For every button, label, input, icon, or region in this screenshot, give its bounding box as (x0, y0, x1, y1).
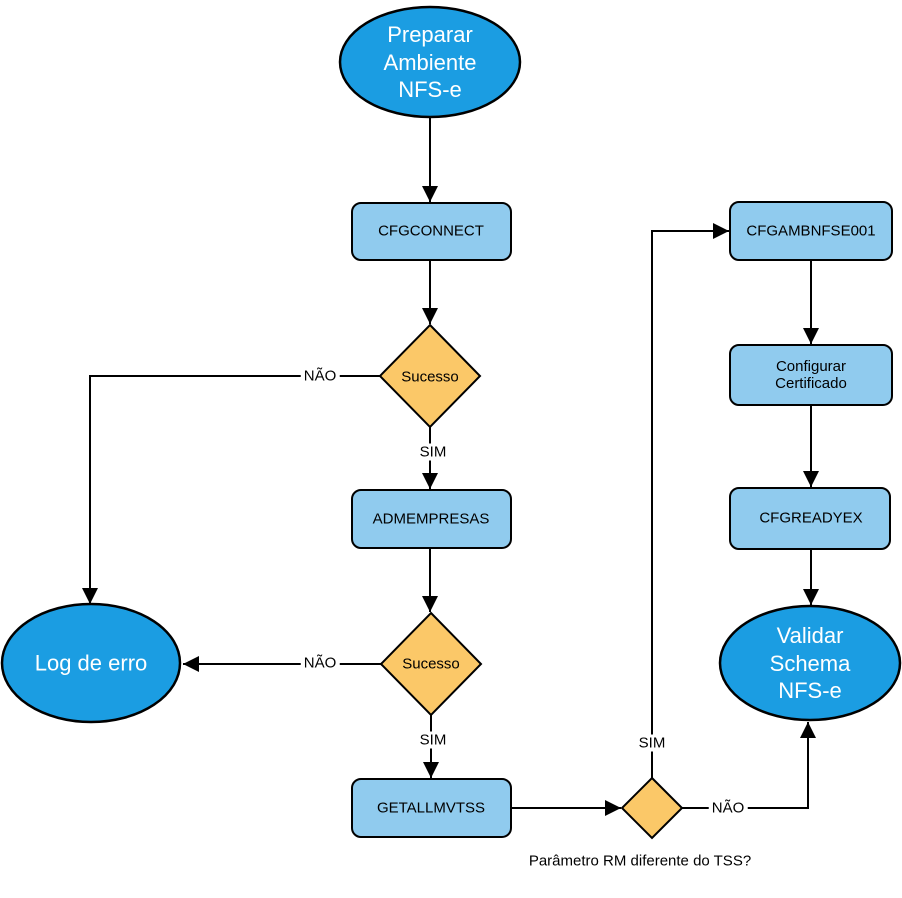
node-start-ellipse (338, 5, 522, 119)
node-decision2-diamond (379, 611, 483, 717)
node-validar-ellipse (718, 604, 902, 722)
node-admempresas-box (351, 489, 512, 549)
node-decision1-diamond (378, 323, 482, 429)
node-certificado-box (729, 344, 893, 406)
node-cfgreadyex-box (729, 487, 891, 550)
node-cfgconnect-box (351, 202, 512, 261)
edge-decision1-no-to-logerro (82, 375, 380, 604)
edge-decision3-yes-to-cfgambnfse001 (651, 223, 729, 778)
edge-decision3-no-to-validar (682, 722, 816, 809)
node-cfgambnfse001-box (729, 201, 893, 261)
node-decision3-diamond (620, 776, 684, 840)
node-logerro-ellipse (0, 602, 182, 724)
node-getallmvtss-box (351, 778, 512, 838)
